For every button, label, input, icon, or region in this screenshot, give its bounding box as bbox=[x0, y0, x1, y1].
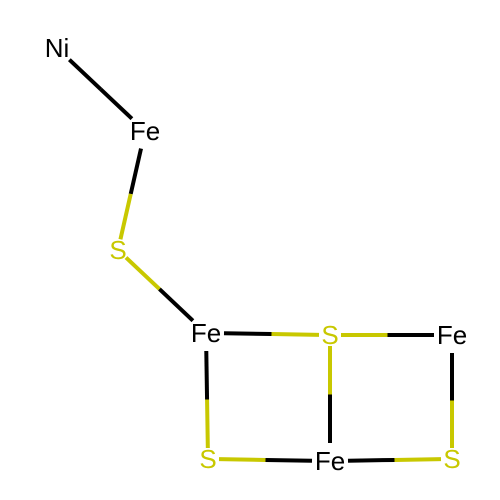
bond-half-fe1 bbox=[128, 148, 143, 195]
bonds-layer bbox=[67, 58, 454, 463]
atom-label-s3: S bbox=[199, 444, 216, 474]
bond-half-s4 bbox=[394, 457, 442, 462]
bond-half-s3 bbox=[218, 457, 266, 462]
bond-fe2-s2 bbox=[223, 331, 320, 337]
atom-label-s1: S bbox=[109, 235, 126, 265]
bond-half-fe4 bbox=[265, 457, 313, 463]
bond-half-ni1 bbox=[67, 58, 103, 91]
bond-half-fe2 bbox=[223, 331, 272, 337]
bond-ni1-fe1 bbox=[67, 58, 134, 121]
bond-half-s2 bbox=[271, 332, 320, 337]
bond-half-fe1 bbox=[99, 87, 134, 121]
atom-label-s2: S bbox=[321, 320, 338, 350]
bond-half-fe2 bbox=[204, 350, 210, 400]
bond-half-s1 bbox=[124, 256, 161, 291]
bond-fe2-s3 bbox=[204, 350, 210, 449]
bond-s1-fe2 bbox=[124, 256, 195, 323]
bond-fe1-s1 bbox=[118, 148, 143, 240]
bond-s3-fe4 bbox=[218, 457, 313, 463]
atom-label-fe4: Fe bbox=[315, 446, 345, 476]
bond-half-s1 bbox=[118, 193, 133, 240]
bond-half-s3 bbox=[205, 399, 210, 449]
atom-label-fe3: Fe bbox=[437, 320, 467, 350]
bond-half-fe4 bbox=[347, 457, 395, 463]
atom-label-fe2: Fe bbox=[191, 318, 221, 348]
atom-label-ni1: Ni bbox=[45, 33, 70, 63]
bond-half-fe2 bbox=[158, 287, 195, 323]
atom-label-s4: S bbox=[443, 444, 460, 474]
bond-fe4-s4 bbox=[347, 457, 442, 463]
atom-label-fe1: Fe bbox=[130, 116, 160, 146]
